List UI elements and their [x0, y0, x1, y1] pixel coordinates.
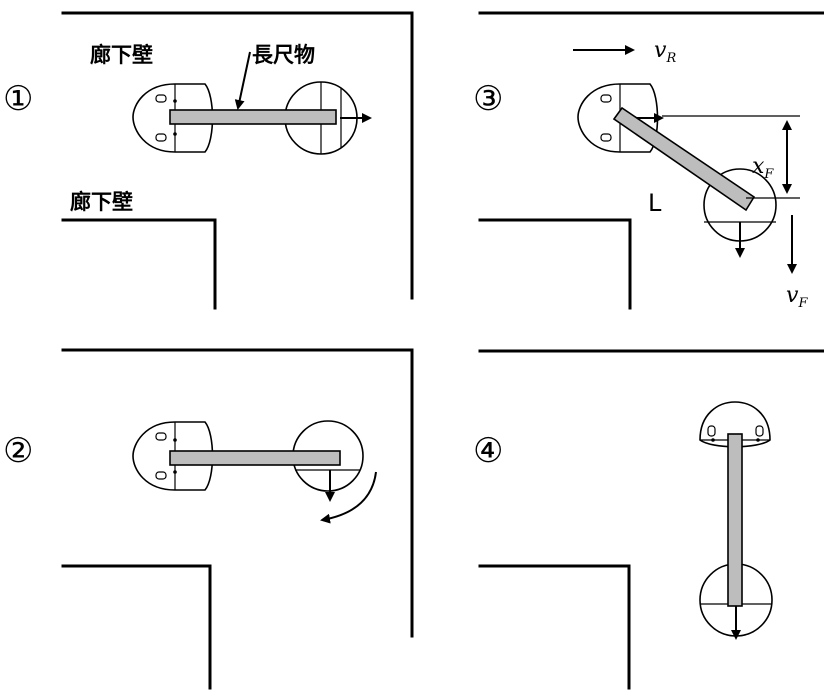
- panel-4: ④: [473, 349, 824, 690]
- panel-number: ②: [3, 431, 33, 471]
- long-object-bar: [169, 109, 337, 125]
- long-object-bar: [727, 433, 743, 607]
- panel-number: ③: [473, 79, 503, 119]
- long-object-bar: [169, 450, 341, 466]
- panel-2: ②: [3, 348, 414, 690]
- long-object-bar: [612, 106, 756, 212]
- corridor-wall-inner: [478, 218, 632, 310]
- rear-robot: [699, 401, 771, 448]
- label-leader-arrow: [234, 51, 251, 110]
- rear-velocity-label: vR: [654, 38, 676, 66]
- wall-label-bottom: 廊下壁: [70, 190, 133, 214]
- corridor-wall-outer: [61, 11, 414, 300]
- corridor-wall-inner: [61, 564, 212, 690]
- corridor-wall-outer: [61, 348, 414, 638]
- corridor-wall-inner: [61, 218, 217, 310]
- panel-3: ③ vR xF L vF: [473, 11, 824, 311]
- rotation-arrow: [320, 471, 377, 524]
- front-velocity-label: vF: [786, 283, 808, 311]
- panel-number: ④: [473, 431, 503, 471]
- wall-label-top: 廊下壁: [90, 43, 153, 67]
- corridor-wall-inner: [478, 564, 631, 690]
- xf-label: xF: [752, 154, 774, 182]
- panel-1: ① 廊下壁 長尺物 廊下壁: [3, 11, 414, 310]
- panel-number: ①: [3, 79, 33, 119]
- object-label: 長尺物: [252, 43, 315, 67]
- length-label: L: [648, 189, 662, 217]
